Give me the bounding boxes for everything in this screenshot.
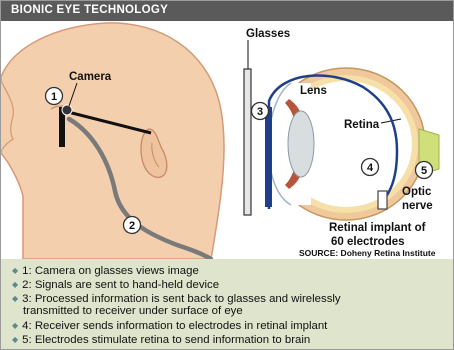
- optic-nerve-label-line1: Optic: [402, 186, 432, 198]
- step-4: ◆4: Receiver sends information to electr…: [12, 319, 327, 333]
- marker-3-label: 3: [257, 106, 263, 118]
- bullet-icon: ◆: [12, 321, 18, 330]
- step-2: ◆2: Signals are sent to hand-held device: [12, 278, 219, 292]
- step-3: ◆3: Processed information is sent back t…: [12, 292, 341, 306]
- step-3-continued: transmitted to receiver under surface of…: [23, 305, 243, 318]
- glasses-lens-closeup: [244, 69, 251, 215]
- glasses-label: Glasses: [246, 28, 290, 40]
- marker-5-label: 5: [421, 165, 427, 177]
- page-title: BIONIC EYE TECHNOLOGY: [11, 4, 168, 16]
- bullet-icon: ◆: [12, 266, 18, 275]
- bullet-icon: ◆: [12, 335, 18, 344]
- marker-2-label: 2: [129, 220, 135, 232]
- head-silhouette: [1, 23, 224, 259]
- bullet-icon: ◆: [12, 294, 18, 303]
- receiver: [265, 107, 272, 207]
- step-1: ◆1: Camera on glasses views image: [12, 264, 199, 278]
- camera-icon: [62, 105, 72, 115]
- steps-legend: ◆1: Camera on glasses views image ◆2: Si…: [1, 259, 453, 349]
- lens: [288, 111, 314, 177]
- lens-label: Lens: [300, 85, 327, 97]
- implant-label-line1: Retinal implant of: [329, 222, 426, 234]
- source-credit: SOURCE: Doheny Retina Institute: [299, 248, 436, 258]
- marker-1-label: 1: [51, 91, 57, 103]
- bionic-eye-diagram: Camera 1 2 Glasses Lens Re: [1, 21, 453, 259]
- title-bar: BIONIC EYE TECHNOLOGY: [1, 1, 453, 21]
- bullet-icon: ◆: [12, 280, 18, 289]
- marker-4-label: 4: [367, 162, 374, 174]
- retina-label: Retina: [344, 119, 380, 131]
- step-5: ◆5: Electrodes stimulate retina to send …: [12, 333, 310, 347]
- diagram-area: Camera 1 2 Glasses Lens Re: [1, 21, 453, 259]
- camera-label: Camera: [69, 71, 112, 83]
- optic-nerve-label-line2: nerve: [402, 200, 433, 212]
- retinal-implant: [378, 191, 387, 209]
- implant-label-line2: 60 electrodes: [331, 236, 405, 248]
